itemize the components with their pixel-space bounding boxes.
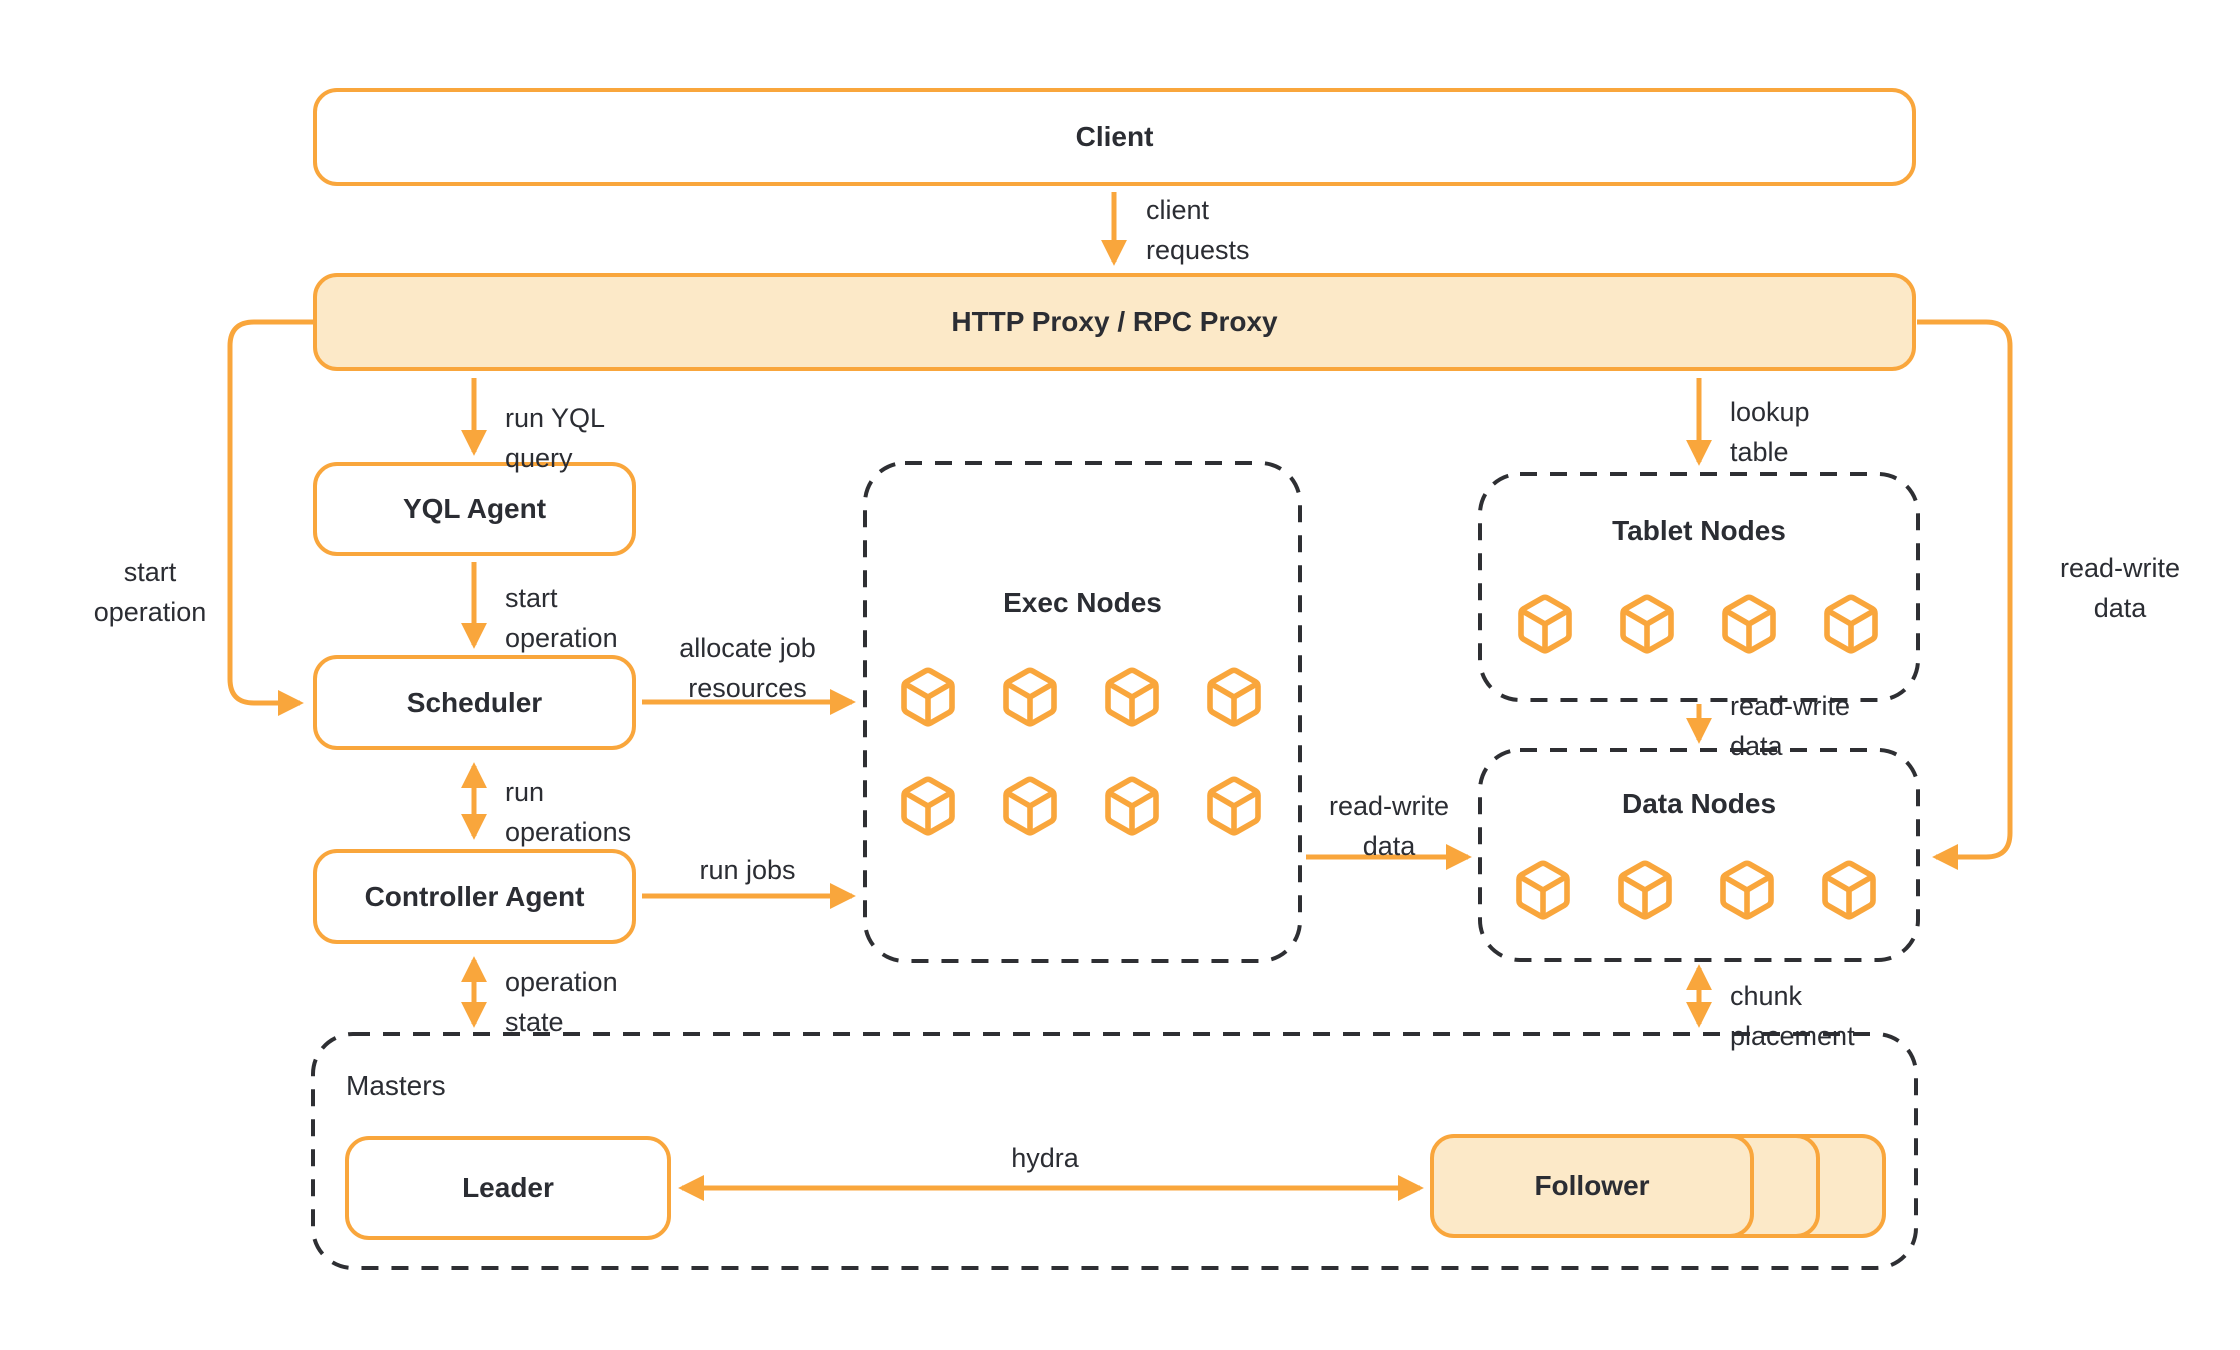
- tablet-nodes-cubes: [1513, 591, 1883, 657]
- run-yql-query-label: run YQL query: [505, 403, 606, 473]
- read-write-tablet-data-label: read-write data: [1730, 691, 1851, 761]
- cube-icon: [1613, 857, 1677, 923]
- scheduler-node: Scheduler: [313, 655, 636, 750]
- cube-icon: [1819, 591, 1883, 657]
- start-operation-label: start operation: [505, 583, 618, 653]
- yql-agent-node-label: YQL Agent: [402, 493, 547, 524]
- leader-node: Leader: [345, 1136, 671, 1240]
- client-requests-label: client requests: [1146, 195, 1250, 265]
- exec-nodes-title: Exec Nodes: [1003, 587, 1162, 618]
- start-operation-bypass-label: start operation: [93, 557, 207, 627]
- leader-node-label: Leader: [462, 1172, 554, 1203]
- lookup-table-label: lookup table: [1730, 397, 1810, 467]
- cube-icon: [1100, 773, 1164, 839]
- cube-icon: [1615, 591, 1679, 657]
- read-write-right-label: read-write data: [2059, 553, 2181, 623]
- tablet-nodes-group-border: [1478, 472, 1920, 702]
- follower-node-label: Follower: [1534, 1170, 1650, 1201]
- chunk-placement-label: chunk placement: [1730, 981, 1855, 1051]
- run-jobs-label: run jobs: [699, 855, 796, 885]
- controller-agent-node-label: Controller Agent: [364, 880, 585, 912]
- masters-title: Masters: [346, 1070, 446, 1101]
- masters-group-border: [311, 1032, 1918, 1270]
- client-node-label: Client: [1075, 121, 1154, 152]
- cube-icon: [1715, 857, 1779, 923]
- follower-node: Follower: [1430, 1134, 1754, 1238]
- run-operations-label: run operations: [505, 777, 632, 847]
- read-write-right-connector: [1917, 319, 2013, 870]
- allocate-job-resources-label: allocate job resources: [679, 633, 816, 703]
- start-operation-bypass-connector: [227, 319, 313, 716]
- cube-icon: [1511, 857, 1575, 923]
- yql-agent-node: YQL Agent: [313, 462, 636, 556]
- data-nodes-title: Data Nodes: [1621, 788, 1777, 819]
- cube-icon: [1202, 773, 1266, 839]
- proxy-node: HTTP Proxy / RPC Proxy: [313, 273, 1916, 371]
- operation-state-label: operation state: [505, 967, 618, 1037]
- hydra-label: hydra: [1011, 1143, 1079, 1173]
- client-node: Client: [313, 88, 1916, 186]
- cube-icon: [998, 773, 1062, 839]
- cube-icon: [1202, 664, 1266, 730]
- data-nodes-group-border: [1478, 748, 1920, 962]
- exec-nodes-cubes: [896, 664, 1266, 839]
- controller-agent-node: Controller Agent: [313, 849, 636, 944]
- cube-icon: [896, 664, 960, 730]
- cube-icon: [1717, 591, 1781, 657]
- tablet-nodes-title: Tablet Nodes: [1612, 515, 1786, 546]
- read-write-exec-data-label: read-write data: [1328, 791, 1450, 861]
- data-nodes-cubes: [1511, 857, 1881, 923]
- cube-icon: [1817, 857, 1881, 923]
- cube-icon: [896, 773, 960, 839]
- proxy-node-label: HTTP Proxy / RPC Proxy: [951, 306, 1278, 337]
- cube-icon: [1100, 664, 1164, 730]
- follower-stack: Follower: [1430, 1134, 1886, 1238]
- cube-icon: [998, 664, 1062, 730]
- cube-icon: [1513, 591, 1577, 657]
- scheduler-node-label: Scheduler: [406, 686, 543, 718]
